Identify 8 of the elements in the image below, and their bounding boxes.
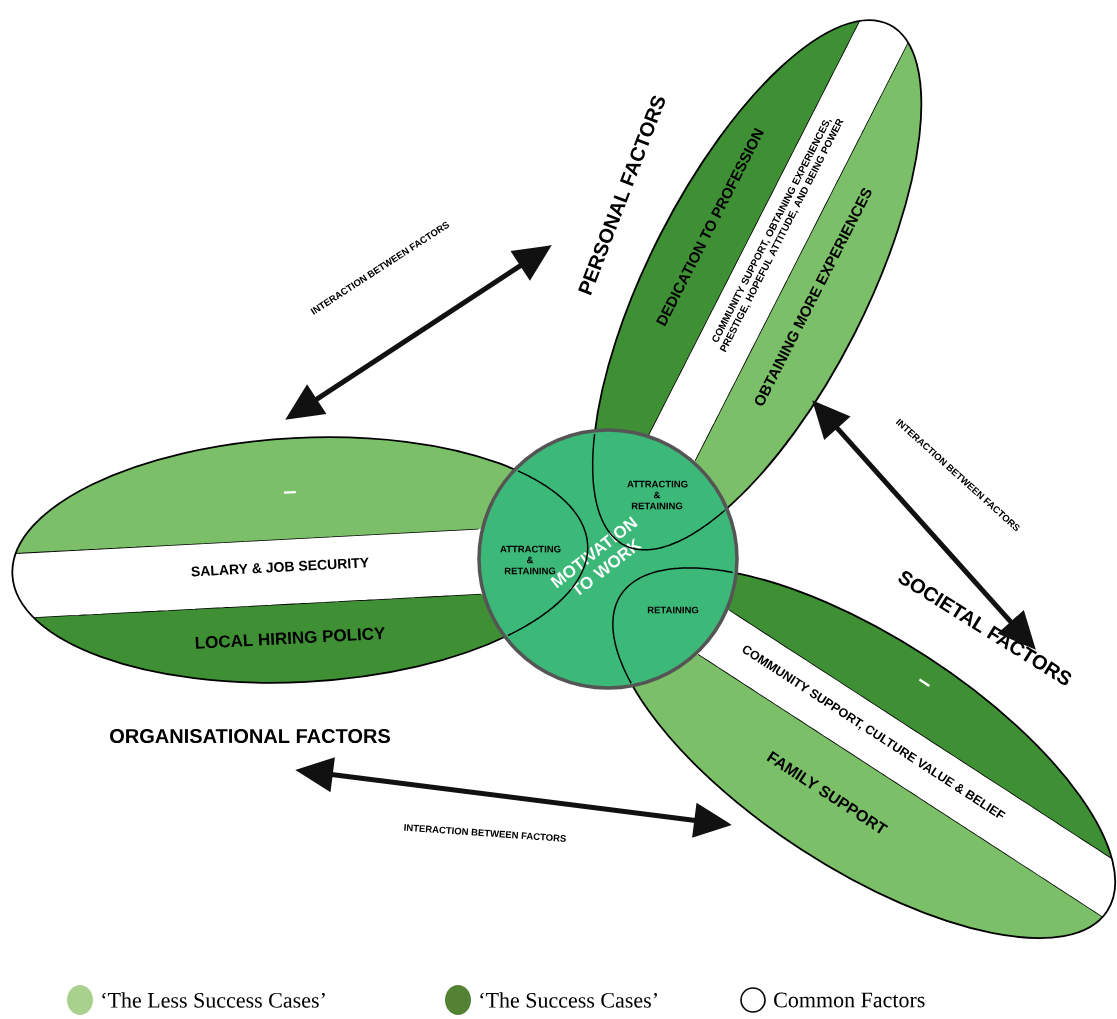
legend-label: ‘The Success Cases’: [480, 992, 657, 1008]
petal-band: LOCAL HIRING POLICY: [34, 590, 505, 683]
edge-label: INTERACTION BETWEEN FACTORS: [404, 824, 566, 842]
category-heading: ORGANISATIONAL FACTORS: [110, 728, 390, 744]
legend-label: Common Factors: [774, 992, 925, 1008]
legend-label: ‘The Less Success Cases’: [102, 992, 325, 1008]
circle-segment: RETAINING: [612, 567, 734, 685]
petal-band: SALARY & JOB SECURITY: [12, 524, 484, 619]
